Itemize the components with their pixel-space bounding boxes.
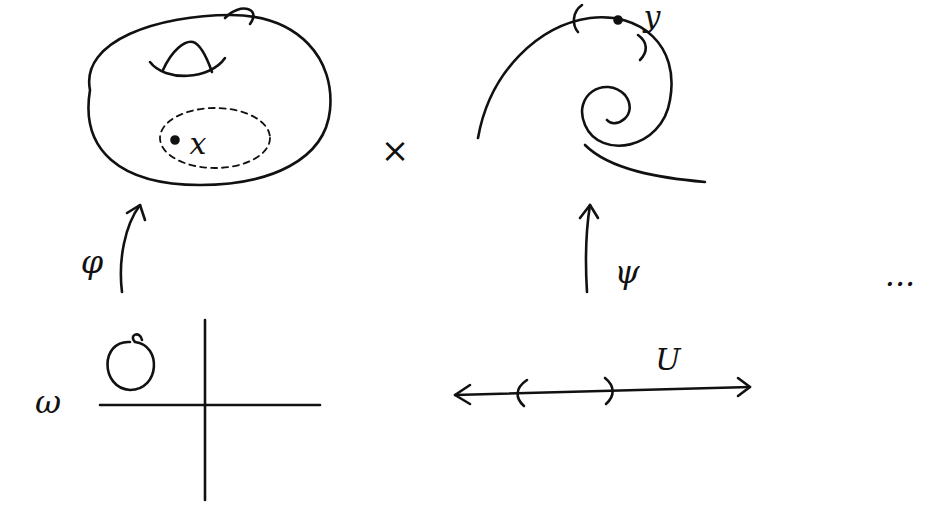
axis-line bbox=[204, 320, 207, 500]
ellipsis-mark: ... bbox=[885, 259, 916, 291]
point-dot bbox=[172, 137, 179, 144]
torus-hole-lower bbox=[150, 58, 225, 76]
map-label: φ bbox=[81, 246, 103, 278]
open-paren bbox=[518, 380, 527, 406]
torus-curl bbox=[225, 9, 253, 24]
close-paren bbox=[605, 378, 613, 404]
torus-outline bbox=[88, 15, 330, 185]
neighborhood-dashed bbox=[160, 108, 270, 168]
point-label: x bbox=[190, 129, 207, 159]
arrow-head bbox=[738, 378, 750, 396]
product-symbol: × bbox=[381, 133, 410, 167]
point-label: y bbox=[644, 2, 661, 32]
arrow-head bbox=[580, 205, 598, 218]
open-set-loop bbox=[108, 334, 154, 390]
point-dot bbox=[615, 17, 622, 24]
map-label: ψ bbox=[614, 256, 639, 288]
axis-line bbox=[100, 404, 320, 407]
set-label: ω bbox=[35, 386, 61, 418]
chart-arrow bbox=[121, 205, 140, 292]
real-line bbox=[455, 387, 750, 395]
set-label: U bbox=[655, 345, 680, 375]
open-paren bbox=[574, 5, 582, 32]
torus-hole-upper bbox=[163, 42, 212, 72]
spiral-curve bbox=[478, 17, 672, 145]
close-paren bbox=[638, 35, 646, 60]
spiral-tail bbox=[585, 145, 705, 182]
arrow-head bbox=[127, 205, 145, 220]
arrow-head bbox=[455, 385, 470, 404]
chart-arrow bbox=[586, 205, 590, 292]
